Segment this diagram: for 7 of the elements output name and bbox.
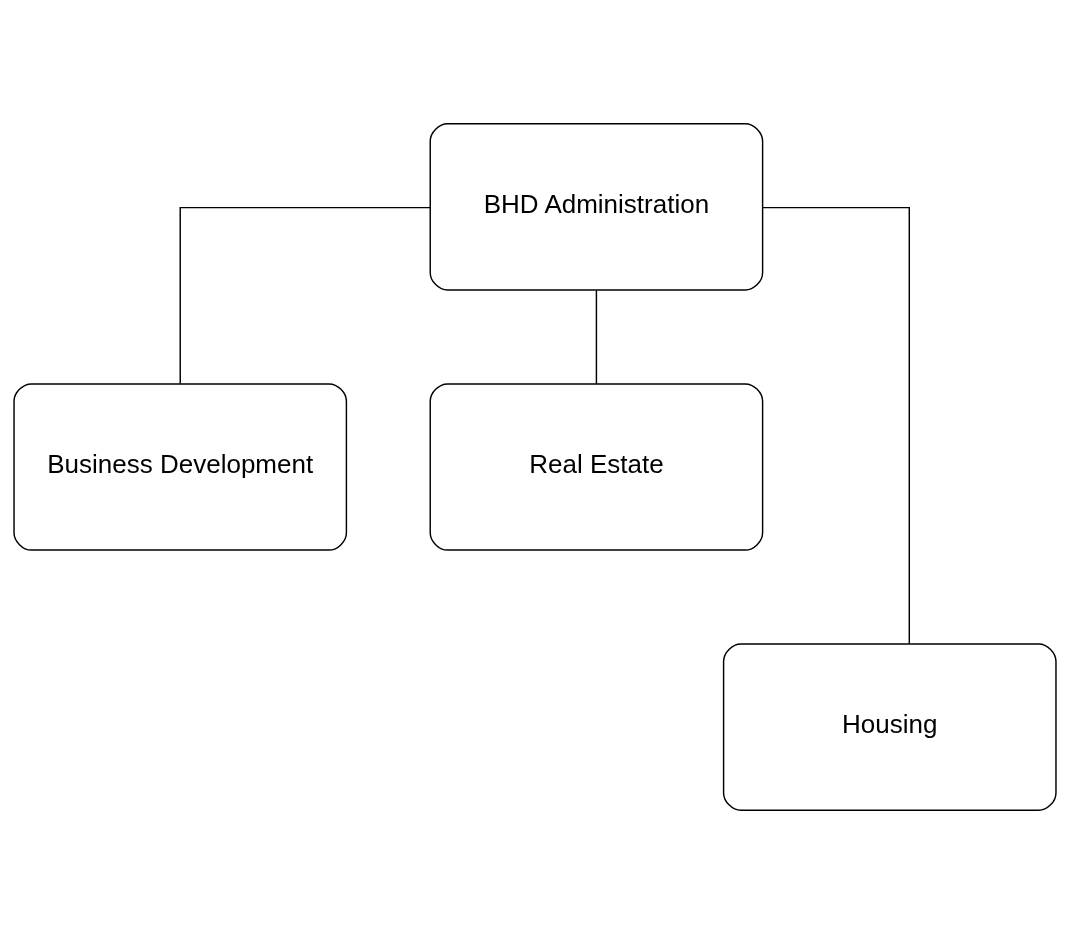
connector — [762, 206, 910, 645]
connector — [179, 206, 431, 385]
node-box: Real Estate — [429, 383, 764, 551]
node-box: BHD Administration — [429, 123, 764, 291]
node-box: Business Development — [13, 383, 348, 551]
connector — [595, 289, 598, 385]
node-box: Housing — [722, 643, 1057, 811]
